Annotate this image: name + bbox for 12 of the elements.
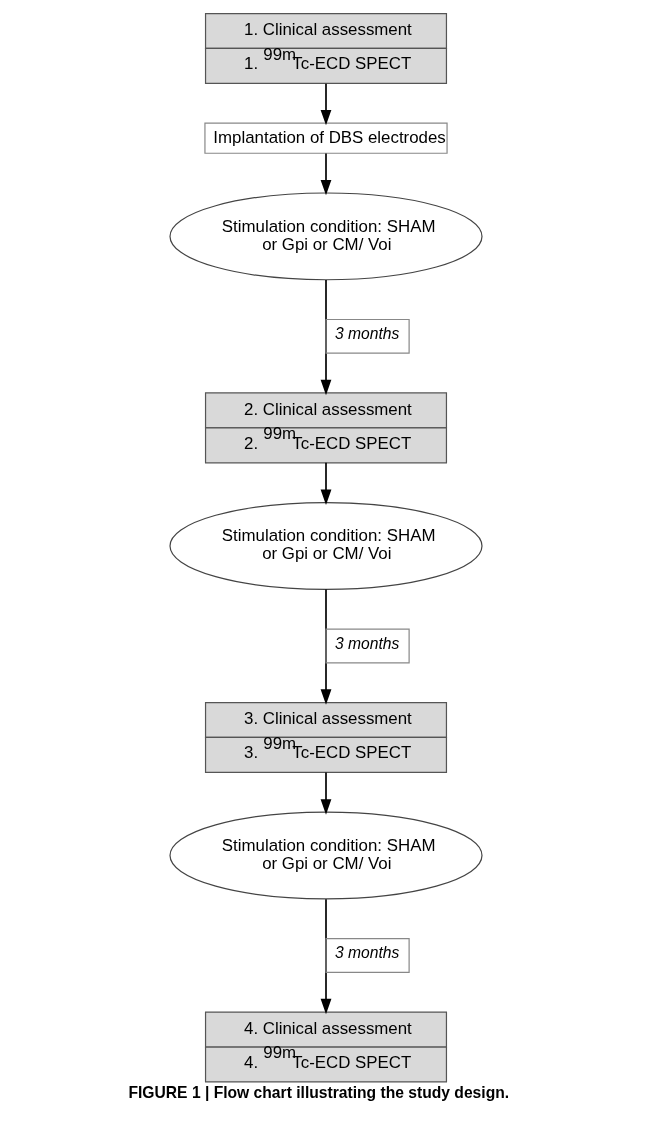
- node-ellipse: Stimulation condition: SHAM or Gpi or CM/ Voi: [168, 501, 483, 590]
- edge-label: 3 months: [334, 325, 399, 343]
- arrow: [320, 462, 331, 506]
- arrow: [320, 771, 331, 815]
- edge-label: 3 months: [334, 944, 399, 962]
- node-ellipse: Stimulation condition: SHAM or Gpi or CM/ Voi: [168, 811, 483, 900]
- node-ellipse: Stimulation condition: SHAM or Gpi or CM/ Voi: [168, 192, 483, 281]
- arrow: [320, 82, 331, 126]
- arrow: [320, 152, 331, 196]
- edge-label: 3 months: [334, 634, 399, 652]
- caption: FIGURE 1 | Flow chart illustrating the study design.: [127, 1084, 509, 1102]
- node-box: Implantation of DBS electrodes: [203, 122, 448, 154]
